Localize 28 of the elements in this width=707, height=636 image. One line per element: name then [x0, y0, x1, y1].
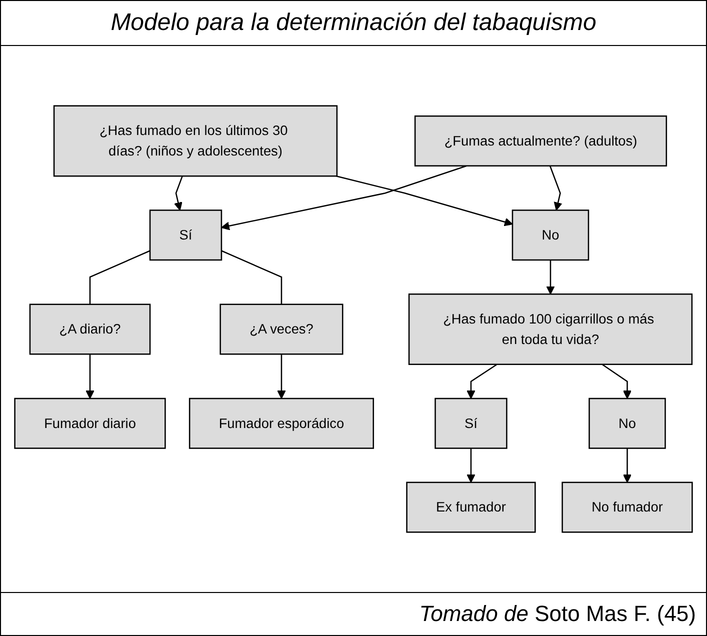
arrow: [546, 260, 555, 295]
node-box: ¿Fumas actualmente? (adultos): [414, 115, 668, 166]
node-box: Sí: [434, 398, 508, 449]
arrow: [466, 448, 476, 483]
arrow: [602, 364, 632, 399]
node-box: No: [512, 210, 590, 261]
node-box: ¿A diario?: [29, 304, 151, 355]
arrow: [622, 448, 632, 483]
node-box: Sí: [149, 210, 222, 261]
connector: [221, 250, 282, 304]
diagram-title: Modelo para la determinación del tabaquismo: [1, 1, 706, 46]
arrow: [549, 166, 562, 211]
arrow: [336, 175, 513, 226]
arrow: [277, 354, 286, 399]
node-box: No: [588, 398, 666, 449]
node-box: ¿A veces?: [220, 304, 344, 355]
arrow: [466, 364, 498, 399]
node-box: ¿Has fumado 100 cigarrillos o más en toda tu vida?: [408, 294, 693, 365]
node-box: Fumador esporádico: [188, 398, 374, 449]
arrow: [221, 165, 467, 230]
node-box: ¿Has fumado en los últimos 30 días? (niños y adolescentes): [53, 105, 338, 177]
arrow: [174, 176, 183, 211]
connector: [89, 250, 150, 304]
arrow: [86, 354, 94, 399]
node-box: Fumador diario: [14, 398, 166, 449]
source-caption: Tomado de Soto Mas F. (45): [1, 592, 706, 635]
node-box: No fumador: [562, 482, 693, 533]
node-box: Ex fumador: [406, 482, 536, 533]
